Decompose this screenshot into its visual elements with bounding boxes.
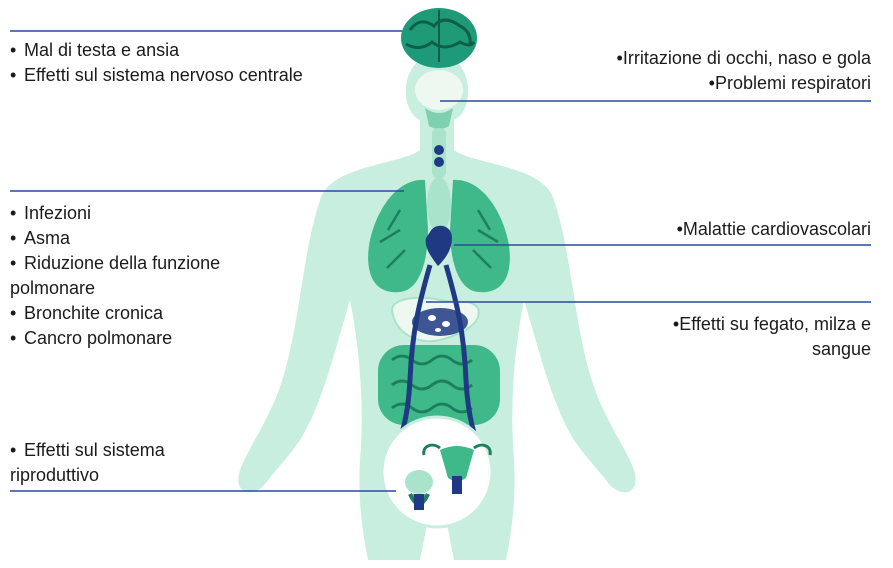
- label-item: •Effetti sul sistema nervoso centrale: [10, 65, 303, 85]
- thyroid-icon: [425, 108, 453, 129]
- label-item-continuation: polmonare: [10, 278, 96, 298]
- label-item: •Bronchite cronica: [10, 303, 164, 323]
- sinus-area: [415, 70, 463, 110]
- label-item: •Asma: [10, 228, 71, 248]
- label-item: •Effetti sul sistema: [10, 440, 165, 460]
- label-item: •Riduzione della funzione: [10, 253, 221, 273]
- label-group-eyes-nose-throat: •Irritazione di occhi, naso e gola •Prob…: [609, 46, 871, 96]
- label-item: •Infezioni: [10, 203, 92, 223]
- label-item: •Cancro polmonare: [10, 328, 173, 348]
- label-item: •Effetti su fegato, milza e: [672, 314, 871, 334]
- label-item: •Malattie cardiovascolari: [676, 219, 871, 239]
- label-item: •Mal di testa e ansia: [10, 40, 180, 60]
- label-item-continuation: sangue: [811, 339, 871, 359]
- label-item: •Problemi respiratori: [708, 73, 871, 93]
- label-group-reproductive: •Effetti sul sistema riproduttivo: [10, 438, 165, 488]
- label-item-continuation: riproduttivo: [10, 465, 100, 485]
- label-group-liver: •Effetti su fegato, milza e sangue: [665, 312, 871, 362]
- intestine-icon: [378, 345, 500, 425]
- label-group-head: •Mal di testa e ansia •Effetti sul siste…: [10, 38, 303, 88]
- label-group-lungs: •Infezioni •Asma •Riduzione della funzio…: [10, 201, 220, 351]
- label-group-heart: •Malattie cardiovascolari: [669, 217, 871, 242]
- heart-icon: [425, 225, 452, 266]
- brain-icon: [401, 8, 477, 68]
- reproductive-organs-icon: [380, 415, 494, 529]
- label-item: •Irritazione di occhi, naso e gola: [616, 48, 871, 68]
- lungs-icon: [368, 177, 510, 293]
- trachea-icon: [432, 128, 446, 178]
